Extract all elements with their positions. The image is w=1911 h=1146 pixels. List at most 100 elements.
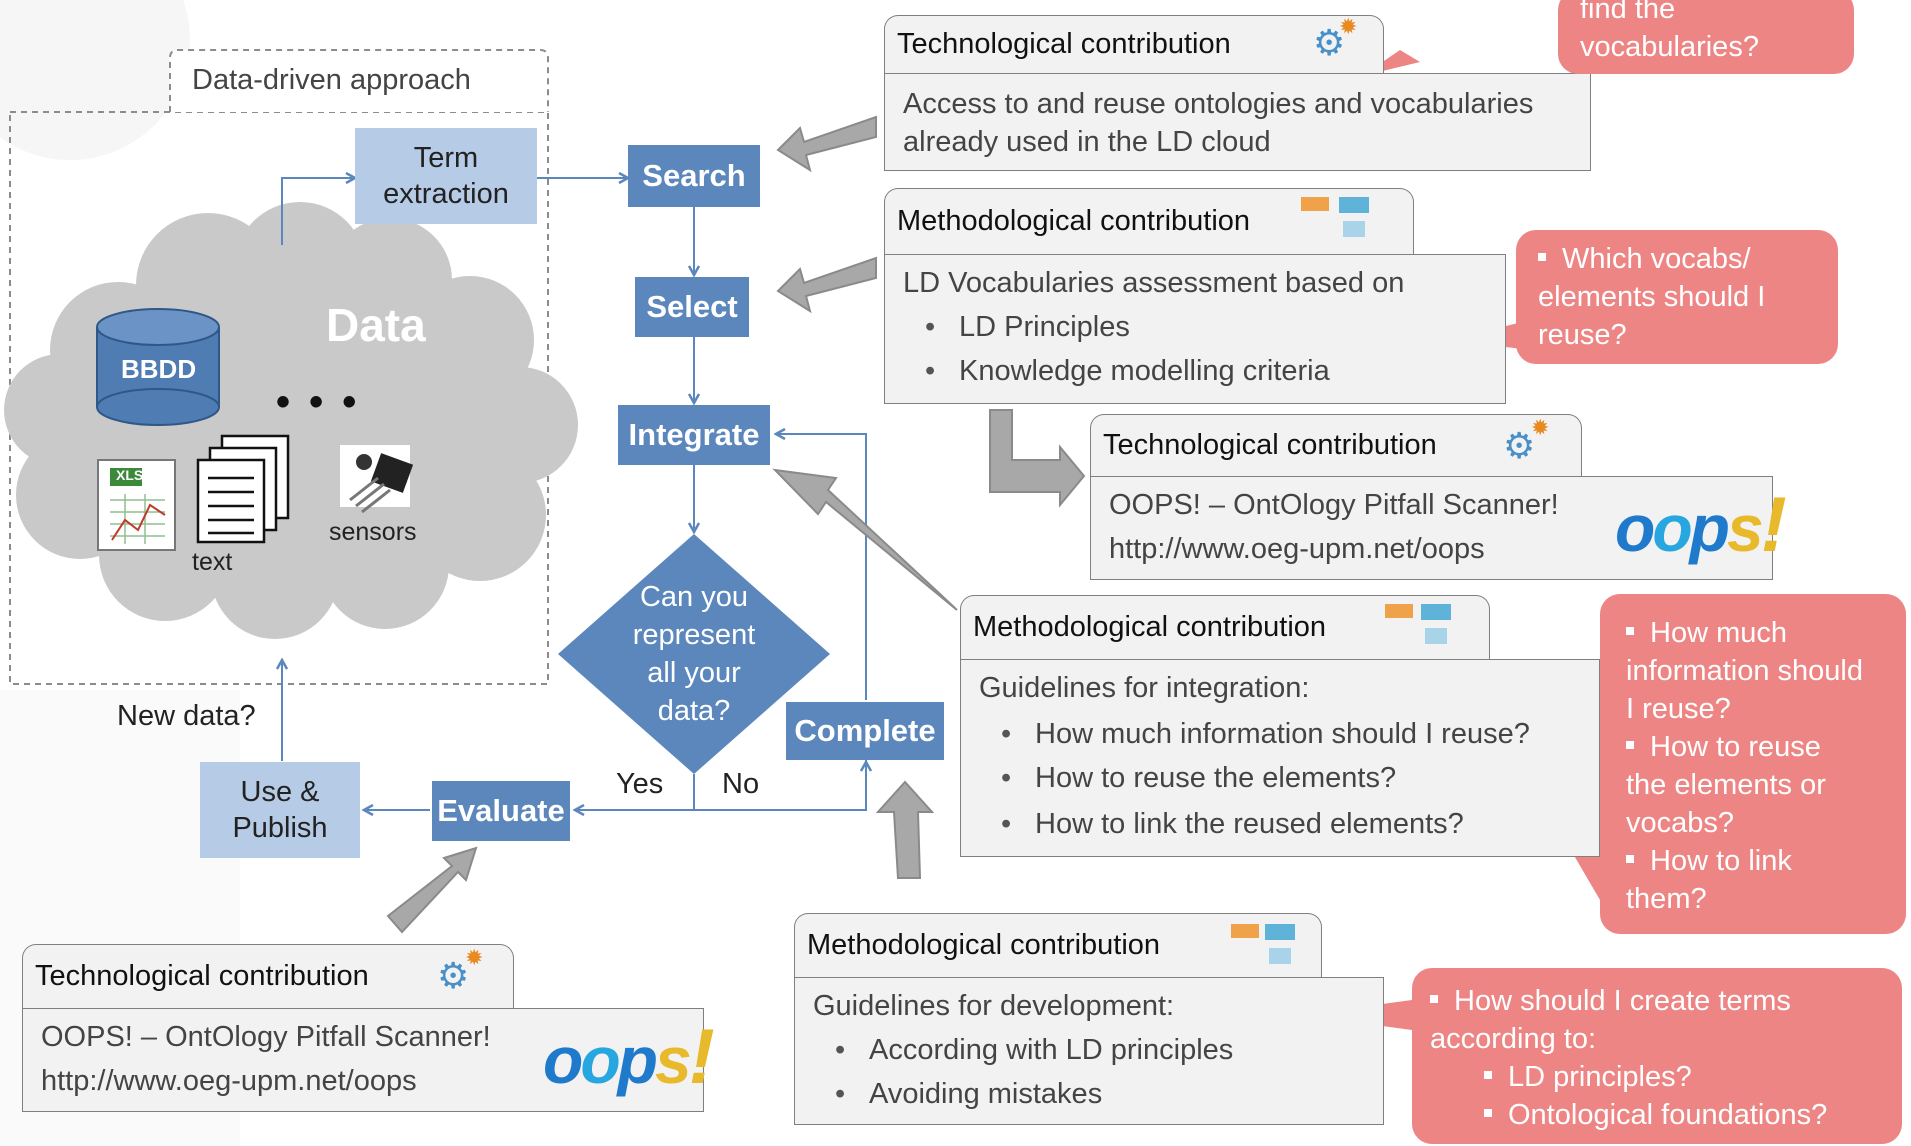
bubble-create: How should I create terms according to: … <box>1412 968 1902 1144</box>
tech-oops-right-tab: Technological contribution ⚙ ✹ <box>1090 414 1582 476</box>
method-select-line: LD Vocabularies assessment based on <box>903 267 1405 299</box>
database-icon <box>96 308 220 426</box>
documents-icon <box>196 434 290 544</box>
oops-right-line-1: OOPS! – OntOlogy Pitfall Scanner! <box>1109 489 1559 521</box>
tech-oops-left-panel: OOPS! – OntOlogy Pitfall Scanner! http:/… <box>22 1008 715 1112</box>
bubble-find-line: vocabularies? <box>1580 31 1759 63</box>
data-driven-title: Data-driven approach <box>192 64 471 96</box>
spreadsheet-icon <box>97 459 176 551</box>
yes-label: Yes <box>616 768 664 800</box>
bubble-find: find the vocabularies? <box>1558 0 1854 74</box>
tech-search-panel: Access to and reuse ontologies and vocab… <box>884 73 1591 171</box>
gear-small-icon: ✹ <box>1339 14 1358 39</box>
bubble-find-line: find the <box>1580 0 1676 25</box>
method-icon <box>1385 604 1413 618</box>
decision-label: Can you represent all your data? <box>632 581 756 727</box>
gear-icon: ⚙ <box>437 955 470 996</box>
bubble-how-much-line: vocabs? <box>1626 807 1735 839</box>
method-icon-part <box>1425 628 1447 644</box>
method-icon-part <box>1265 924 1295 940</box>
method-icon <box>1231 924 1259 938</box>
method-select-bullet: Knowledge modelling criteria <box>925 355 1330 388</box>
bubble-create-lead: How should I create terms <box>1430 982 1791 1020</box>
bubble-how-much-line: I reuse? <box>1626 693 1731 725</box>
tech-search-tab-label: Technological contribution <box>897 28 1231 60</box>
tech-oops-left-tab: Technological contribution ⚙ ✹ <box>22 944 514 1008</box>
gray-arrows <box>386 115 1086 934</box>
method-integration-bullet: How to reuse the elements? <box>1001 762 1396 795</box>
bubble-how-much-line: information should <box>1626 655 1863 687</box>
gear-small-icon: ✹ <box>465 945 484 970</box>
bubble-which-line: Which vocabs/ <box>1538 240 1751 278</box>
bubble-which-line: elements should I <box>1538 281 1766 313</box>
method-select-tab: Methodological contribution <box>884 188 1414 254</box>
method-integration-tab-label: Methodological contribution <box>973 611 1327 643</box>
bubble-which: Which vocabs/ elements should I reuse? <box>1516 230 1838 364</box>
tech-search-line-2: already used in the LD cloud <box>903 126 1271 158</box>
oops-left-line-1: OOPS! – OntOlogy Pitfall Scanner! <box>41 1021 491 1053</box>
complete-step[interactable]: Complete <box>786 702 944 760</box>
tech-search-tab: Technological contribution ⚙ ✹ <box>884 14 1384 73</box>
bubble-how-much: How much information should I reuse? How… <box>1600 594 1906 934</box>
bubble-create-sub: Ontological foundations? <box>1484 1096 1827 1134</box>
method-development-line: Guidelines for development: <box>813 990 1175 1022</box>
integrate-step[interactable]: Integrate <box>618 405 770 465</box>
sensors-label: sensors <box>329 518 417 546</box>
method-integration-bullet: How to link the reused elements? <box>1001 808 1464 841</box>
method-development-panel: Guidelines for development: According wi… <box>794 977 1384 1125</box>
method-icon <box>1301 197 1329 211</box>
oops-left-url[interactable]: http://www.oeg-upm.net/oops <box>41 1065 417 1097</box>
data-driven-tab-frame <box>169 49 549 112</box>
xls-label: XLS <box>116 467 144 483</box>
method-icon-part <box>1269 948 1291 964</box>
select-step[interactable]: Select <box>635 277 749 337</box>
evaluate-step[interactable]: Evaluate <box>432 781 570 841</box>
method-select-tab-label: Methodological contribution <box>897 205 1251 237</box>
bubble-create-lead2: according to: <box>1430 1023 1597 1055</box>
method-integration-panel: Guidelines for integration: How much inf… <box>960 659 1600 857</box>
text-label: text <box>192 548 233 576</box>
bubble-which-line: reuse? <box>1538 319 1627 351</box>
gear-icon: ⚙ <box>1503 425 1536 466</box>
bubble-how-much-line: How to link <box>1626 842 1792 880</box>
method-development-bullet: Avoiding mistakes <box>835 1078 1102 1111</box>
method-development-tab: Methodological contribution <box>794 913 1322 977</box>
oops-logo: oops! <box>543 1012 715 1100</box>
tech-search-line-1: Access to and reuse ontologies and vocab… <box>903 88 1534 120</box>
sensor-icon <box>340 445 414 514</box>
term-extraction-box: Term extraction <box>355 128 537 224</box>
method-development-bullet: According with LD principles <box>835 1034 1233 1067</box>
background-circle <box>0 0 190 160</box>
method-integration-tab: Methodological contribution <box>960 595 1490 659</box>
new-data-label: New data? <box>117 700 256 732</box>
tech-oops-left-tab-label: Technological contribution <box>35 960 369 992</box>
method-select-bullet: LD Principles <box>925 311 1130 344</box>
more-dots: • • • <box>276 380 361 424</box>
database-label: BBDD <box>121 354 197 384</box>
use-publish-box: Use & Publish <box>200 762 360 858</box>
cloud-title: Data <box>326 299 426 351</box>
method-development-tab-label: Methodological contribution <box>807 929 1161 961</box>
method-icon-part <box>1421 604 1451 620</box>
tech-oops-right-tab-label: Technological contribution <box>1103 429 1437 461</box>
oops-logo: oops! <box>1615 480 1787 568</box>
tech-oops-right-panel: OOPS! – OntOlogy Pitfall Scanner! http:/… <box>1090 476 1787 580</box>
arrow-decision-no <box>694 760 867 811</box>
method-select-panel: LD Vocabularies assessment based on LD P… <box>884 254 1506 404</box>
bubble-how-much-line: them? <box>1626 883 1707 915</box>
bubble-how-much-line: the elements or <box>1626 769 1826 801</box>
oops-right-url[interactable]: http://www.oeg-upm.net/oops <box>1109 533 1485 565</box>
method-icon-part <box>1339 197 1369 213</box>
gear-icon: ⚙ <box>1313 22 1346 63</box>
arrow-cloud-to-term <box>281 178 355 245</box>
method-icon-part <box>1343 221 1365 237</box>
gear-small-icon: ✹ <box>1531 415 1550 440</box>
bubble-how-much-line: How much <box>1626 614 1787 652</box>
search-step[interactable]: Search <box>628 145 760 207</box>
decision-diamond <box>558 534 830 774</box>
method-integration-line: Guidelines for integration: <box>979 672 1310 704</box>
bubble-create-sub: LD principles? <box>1484 1058 1692 1096</box>
bubble-how-much-line: How to reuse <box>1626 728 1821 766</box>
arrow-complete-to-integrate <box>776 434 867 700</box>
